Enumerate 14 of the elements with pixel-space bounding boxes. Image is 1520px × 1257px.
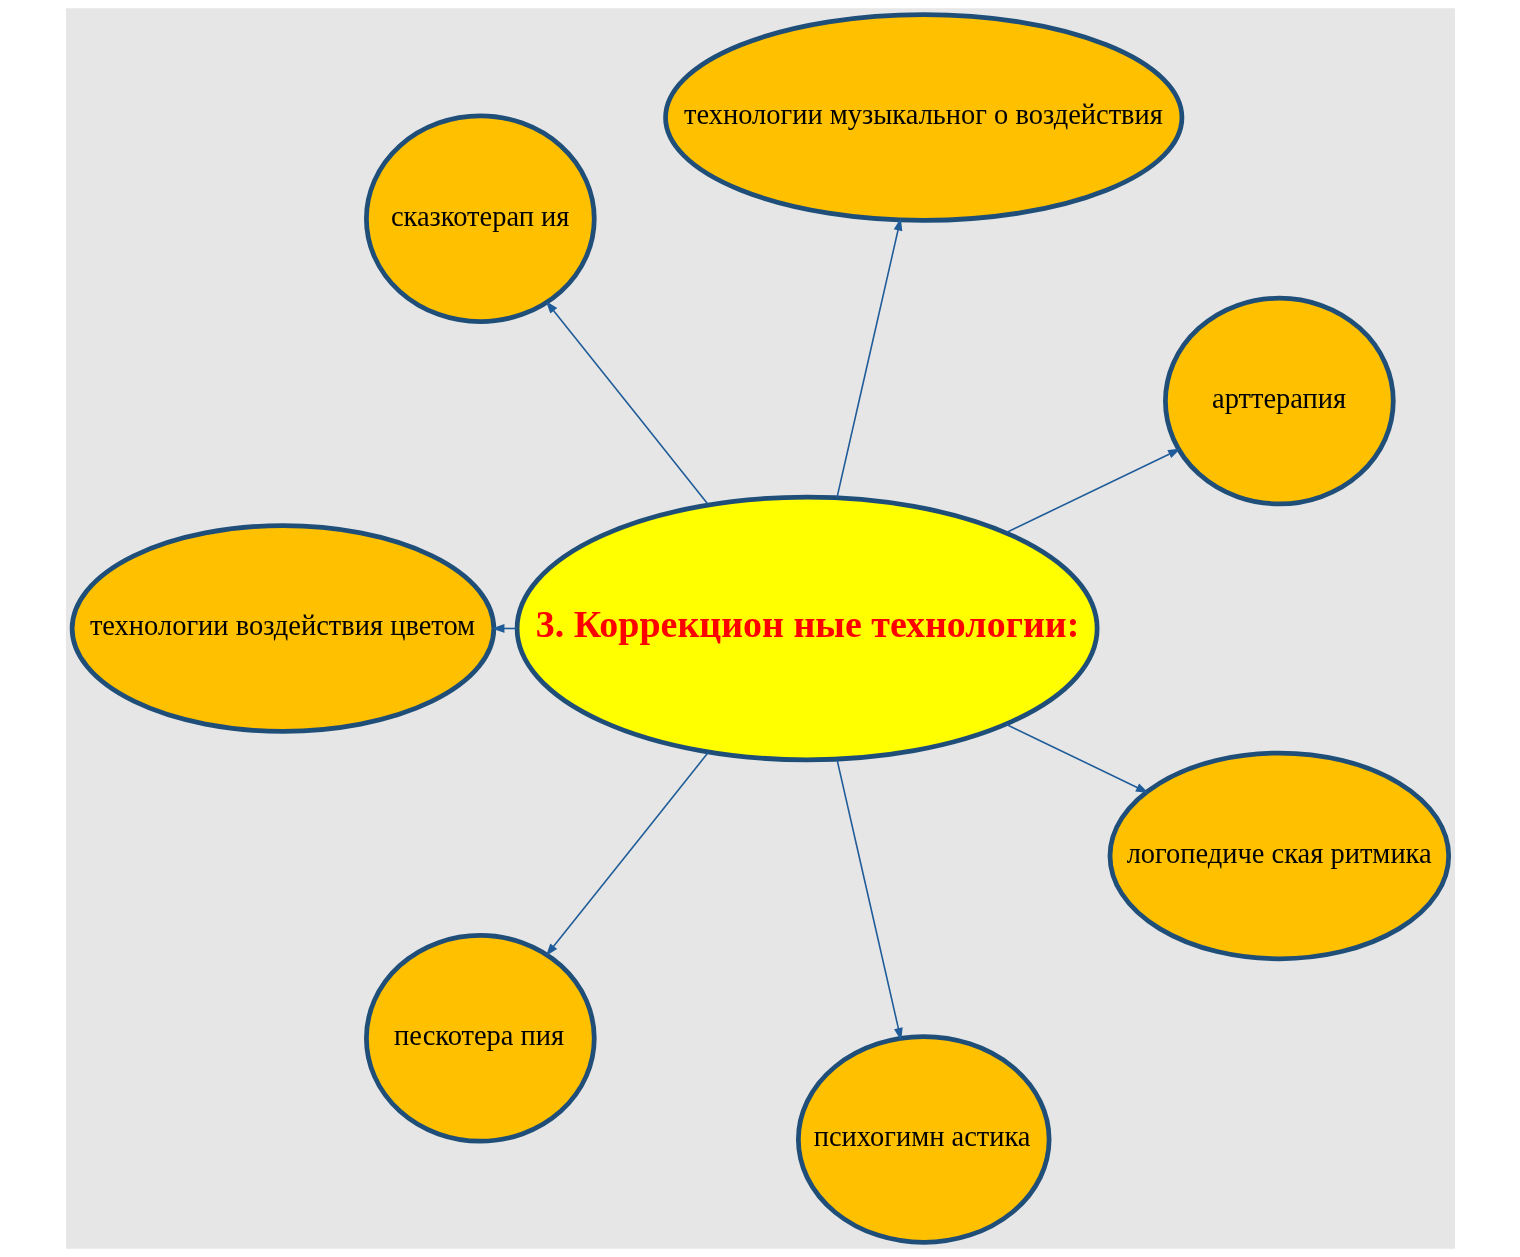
node-ellipse: психогимн астика <box>795 1034 1051 1245</box>
node-ellipse: логопедиче ская ритмика <box>1107 750 1451 962</box>
arrow <box>1004 723 1149 793</box>
node-circle: арттерапия <box>1162 295 1396 507</box>
arrow <box>1004 448 1181 534</box>
arrow <box>545 751 709 957</box>
node-circle: сказкотерап ия <box>363 113 597 324</box>
arrow <box>835 758 903 1041</box>
node-circle: пескотера пия <box>363 933 597 1144</box>
node-ellipse: технологии воздействия цветом <box>69 523 496 734</box>
node-ellipse: 3. Коррекцион ные технологии: <box>514 494 1099 763</box>
arrow <box>545 300 709 506</box>
node-ellipse: технологии музыкальног о воздействия <box>662 12 1184 223</box>
arrow <box>835 218 902 499</box>
